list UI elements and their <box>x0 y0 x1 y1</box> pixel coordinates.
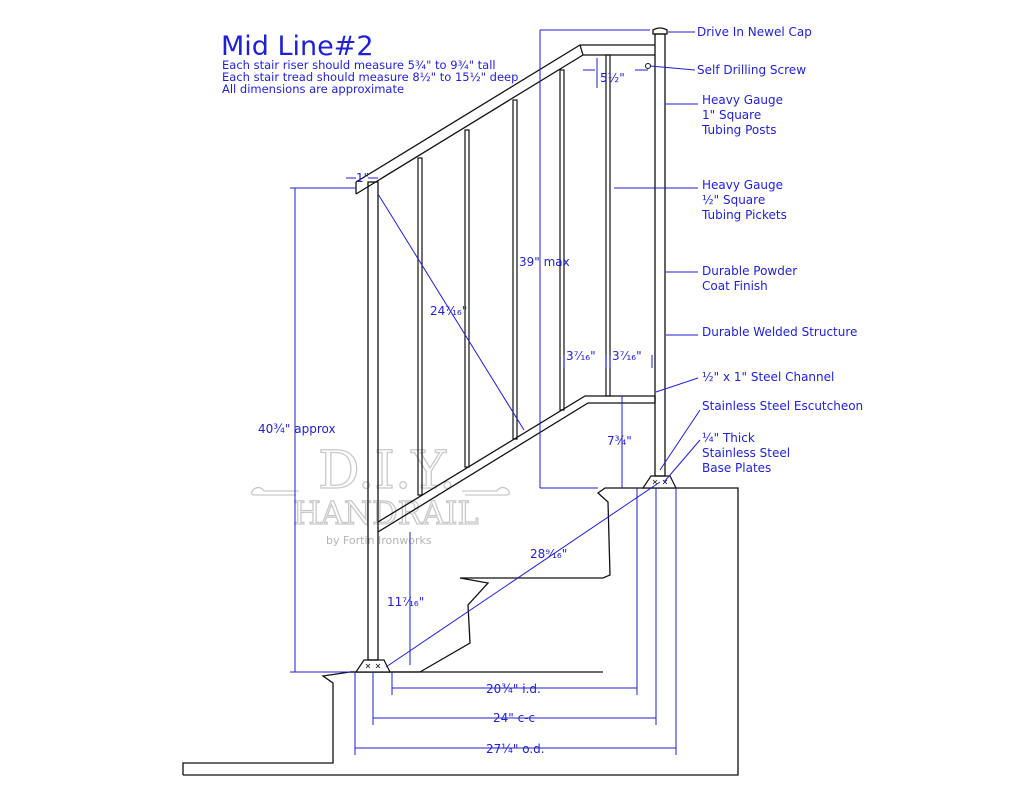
watermark-byline: by Fortin Ironworks <box>326 534 432 547</box>
screw-icon <box>645 63 651 69</box>
top-rail <box>355 44 655 195</box>
posts <box>367 27 668 661</box>
dim-3-7-16-right: 3⁷⁄₁₆" <box>612 349 642 363</box>
callout-posts-1: Heavy Gauge <box>702 93 783 107</box>
post-upper <box>654 33 666 477</box>
callout-finish-1: Durable Powder <box>702 264 797 278</box>
bottom-rail <box>377 395 656 533</box>
callout-channel: ½" x 1" Steel Channel <box>702 370 834 384</box>
dim-20-3-4: 20¾" i.d. <box>486 682 541 696</box>
callout-newel-cap: Drive In Newel Cap <box>697 25 812 39</box>
callout-base-1: ¼" Thick <box>702 431 755 445</box>
dimension-lines <box>290 29 677 755</box>
note-approx: All dimensions are approximate <box>222 82 404 96</box>
base-plate-lower <box>354 659 391 673</box>
dim-40-3-4: 40¾" approx <box>258 422 336 436</box>
callout-pickets-3: Tubing Pickets <box>701 208 787 222</box>
callout-pickets-2: ½" Square <box>702 193 765 207</box>
callout-posts-2: 1" Square <box>702 108 761 122</box>
callout-welded: Durable Welded Structure <box>702 325 857 339</box>
callout-screw: Self Drilling Screw <box>697 63 806 77</box>
dimension-labels: 1" 5½" 39" max 24⁷⁄₁₆" 3⁷⁄₁₆" 3⁷⁄₁₆" 40¾… <box>258 71 642 756</box>
dim-7-3-4: 7¾" <box>607 434 632 448</box>
dim-28-9-16: 28⁹⁄₁₆" <box>530 547 567 561</box>
dim-24-7-16: 24⁷⁄₁₆" <box>430 304 467 318</box>
dim-11-7-16: 11⁷⁄₁₆" <box>387 595 424 609</box>
dim-1in: 1" <box>356 171 369 185</box>
dim-3-7-16-left: 3⁷⁄₁₆" <box>566 349 596 363</box>
callout-escutcheon: Stainless Steel Escutcheon <box>702 399 863 413</box>
callout-leaders <box>614 31 701 483</box>
note-riser: Each stair riser should measure 5¾" to 9… <box>222 58 496 72</box>
callout-pickets-1: Heavy Gauge <box>702 178 783 192</box>
newel-cap <box>652 27 668 35</box>
callout-labels: Drive In Newel Cap Self Drilling Screw H… <box>697 25 863 475</box>
watermark: D.I.Y. HANDRAIL by Fortin Ironworks <box>250 440 511 547</box>
dim-27-1-4: 27¼" o.d. <box>486 742 545 756</box>
callout-base-3: Base Plates <box>702 461 771 475</box>
post-lower <box>367 181 379 661</box>
dim-5-half: 5½" <box>600 71 625 85</box>
dim-39-max: 39" max <box>519 255 570 269</box>
note-tread: Each stair tread should measure 8½" to 1… <box>222 70 518 84</box>
diagram-title: Mid Line#2 <box>221 31 374 62</box>
callout-posts-3: Tubing Posts <box>701 123 776 137</box>
callout-finish-2: Coat Finish <box>702 279 768 293</box>
dim-24-cc: 24" c-c <box>493 711 535 725</box>
pickets <box>417 54 611 496</box>
watermark-diy: D.I.Y. <box>318 441 456 501</box>
watermark-handrail: HANDRAIL <box>293 494 479 532</box>
callout-base-2: Stainless Steel <box>702 446 790 460</box>
